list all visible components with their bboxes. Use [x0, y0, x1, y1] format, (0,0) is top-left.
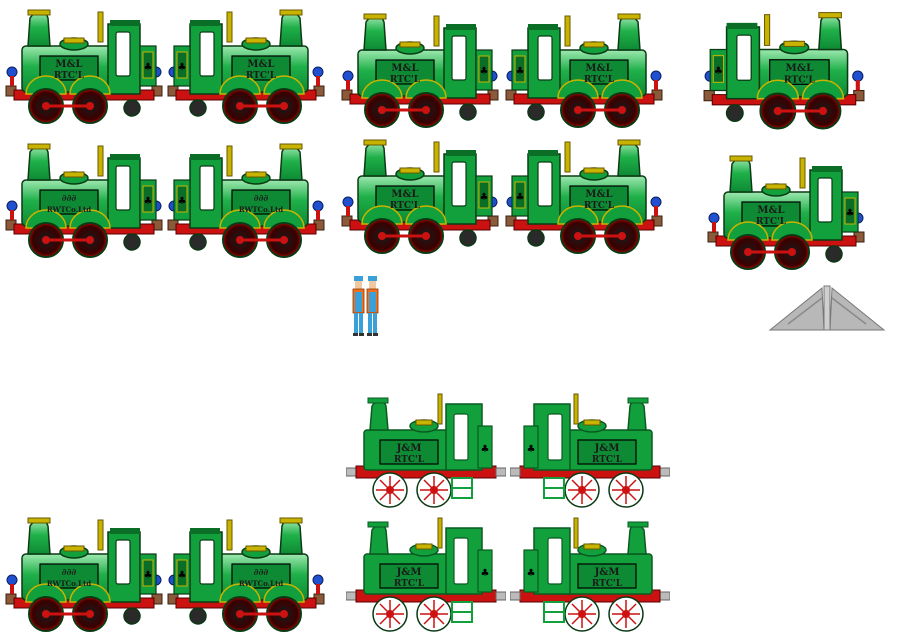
svg-text:M&L: M&L	[785, 62, 813, 74]
loco-jm-left-1: J&M RTC'L	[346, 388, 506, 512]
svg-text:RTC'L: RTC'L	[584, 75, 615, 85]
svg-text:J&M: J&M	[594, 567, 620, 578]
loco-mlr-right-1: M&L RTC'L	[166, 4, 326, 128]
svg-text:RTC'L: RTC'L	[394, 579, 425, 589]
svg-text:M&L: M&L	[757, 205, 784, 216]
svg-text:J&M: J&M	[594, 443, 620, 454]
rerailer-ramp-icon	[768, 284, 886, 332]
svg-text:RTC'L: RTC'L	[246, 71, 277, 81]
loco-jm-right-2: J&M RTC'L	[510, 512, 670, 636]
loco-mlr-right-3: M&L RTC'L	[702, 8, 866, 132]
svg-text:RTC'L: RTC'L	[784, 74, 816, 85]
svg-text:RTC'L: RTC'L	[390, 75, 421, 85]
svg-text:RWTCo.Ltd: RWTCo.Ltd	[239, 579, 283, 588]
svg-text:J&M: J&M	[396, 567, 422, 578]
loco-kvr-left-1: ∂∂∂ RWTCo.Ltd	[4, 138, 164, 262]
svg-text:RTC'L: RTC'L	[756, 217, 787, 227]
loco-kvr-right-2: ∂∂∂ RWTCo.Ltd	[166, 512, 326, 636]
crew-figure-right	[364, 274, 382, 338]
svg-text:RTC'L: RTC'L	[390, 201, 421, 211]
svg-text:M&L: M&L	[247, 59, 274, 70]
svg-text:RTC'L: RTC'L	[54, 71, 85, 81]
loco-mlr-right-4: M&L RTC'L	[504, 134, 664, 258]
loco-mlr-left-2: M&L RTC'L	[340, 8, 500, 132]
svg-text:∂∂∂: ∂∂∂	[254, 194, 269, 204]
loco-jm-right-1: J&M RTC'L	[510, 388, 670, 512]
svg-text:RTC'L: RTC'L	[584, 201, 615, 211]
svg-text:J&M: J&M	[396, 443, 422, 454]
svg-text:RWTCo.Ltd: RWTCo.Ltd	[239, 205, 283, 214]
svg-text:M&L: M&L	[391, 63, 418, 74]
svg-text:RWTCo.Ltd: RWTCo.Ltd	[47, 205, 91, 214]
svg-text:RTC'L: RTC'L	[592, 455, 623, 465]
svg-text:M&L: M&L	[55, 59, 82, 70]
svg-text:∂∂∂: ∂∂∂	[62, 568, 77, 578]
svg-text:M&L: M&L	[391, 189, 418, 200]
svg-text:M&L: M&L	[585, 63, 612, 74]
svg-text:RTC'L: RTC'L	[394, 455, 425, 465]
svg-text:∂∂∂: ∂∂∂	[254, 568, 269, 578]
loco-kvr-right-1: ∂∂∂ RWTCo.Ltd	[166, 138, 326, 262]
svg-text:M&L: M&L	[585, 189, 612, 200]
loco-mlr-right-2: M&L RTC'L	[504, 8, 664, 132]
loco-mlr-left-4: M&L RTC'L	[706, 150, 866, 274]
svg-text:RTC'L: RTC'L	[592, 579, 623, 589]
loco-mlr-left-1: M&L RTC'L	[4, 4, 164, 128]
svg-text:∂∂∂: ∂∂∂	[62, 194, 77, 204]
loco-jm-left-2: J&M RTC'L	[346, 512, 506, 636]
svg-text:RWTCo.Ltd: RWTCo.Ltd	[47, 579, 91, 588]
loco-mlr-left-3: M&L RTC'L	[340, 134, 500, 258]
loco-kvr-left-2: ∂∂∂ RWTCo.Ltd	[4, 512, 164, 636]
